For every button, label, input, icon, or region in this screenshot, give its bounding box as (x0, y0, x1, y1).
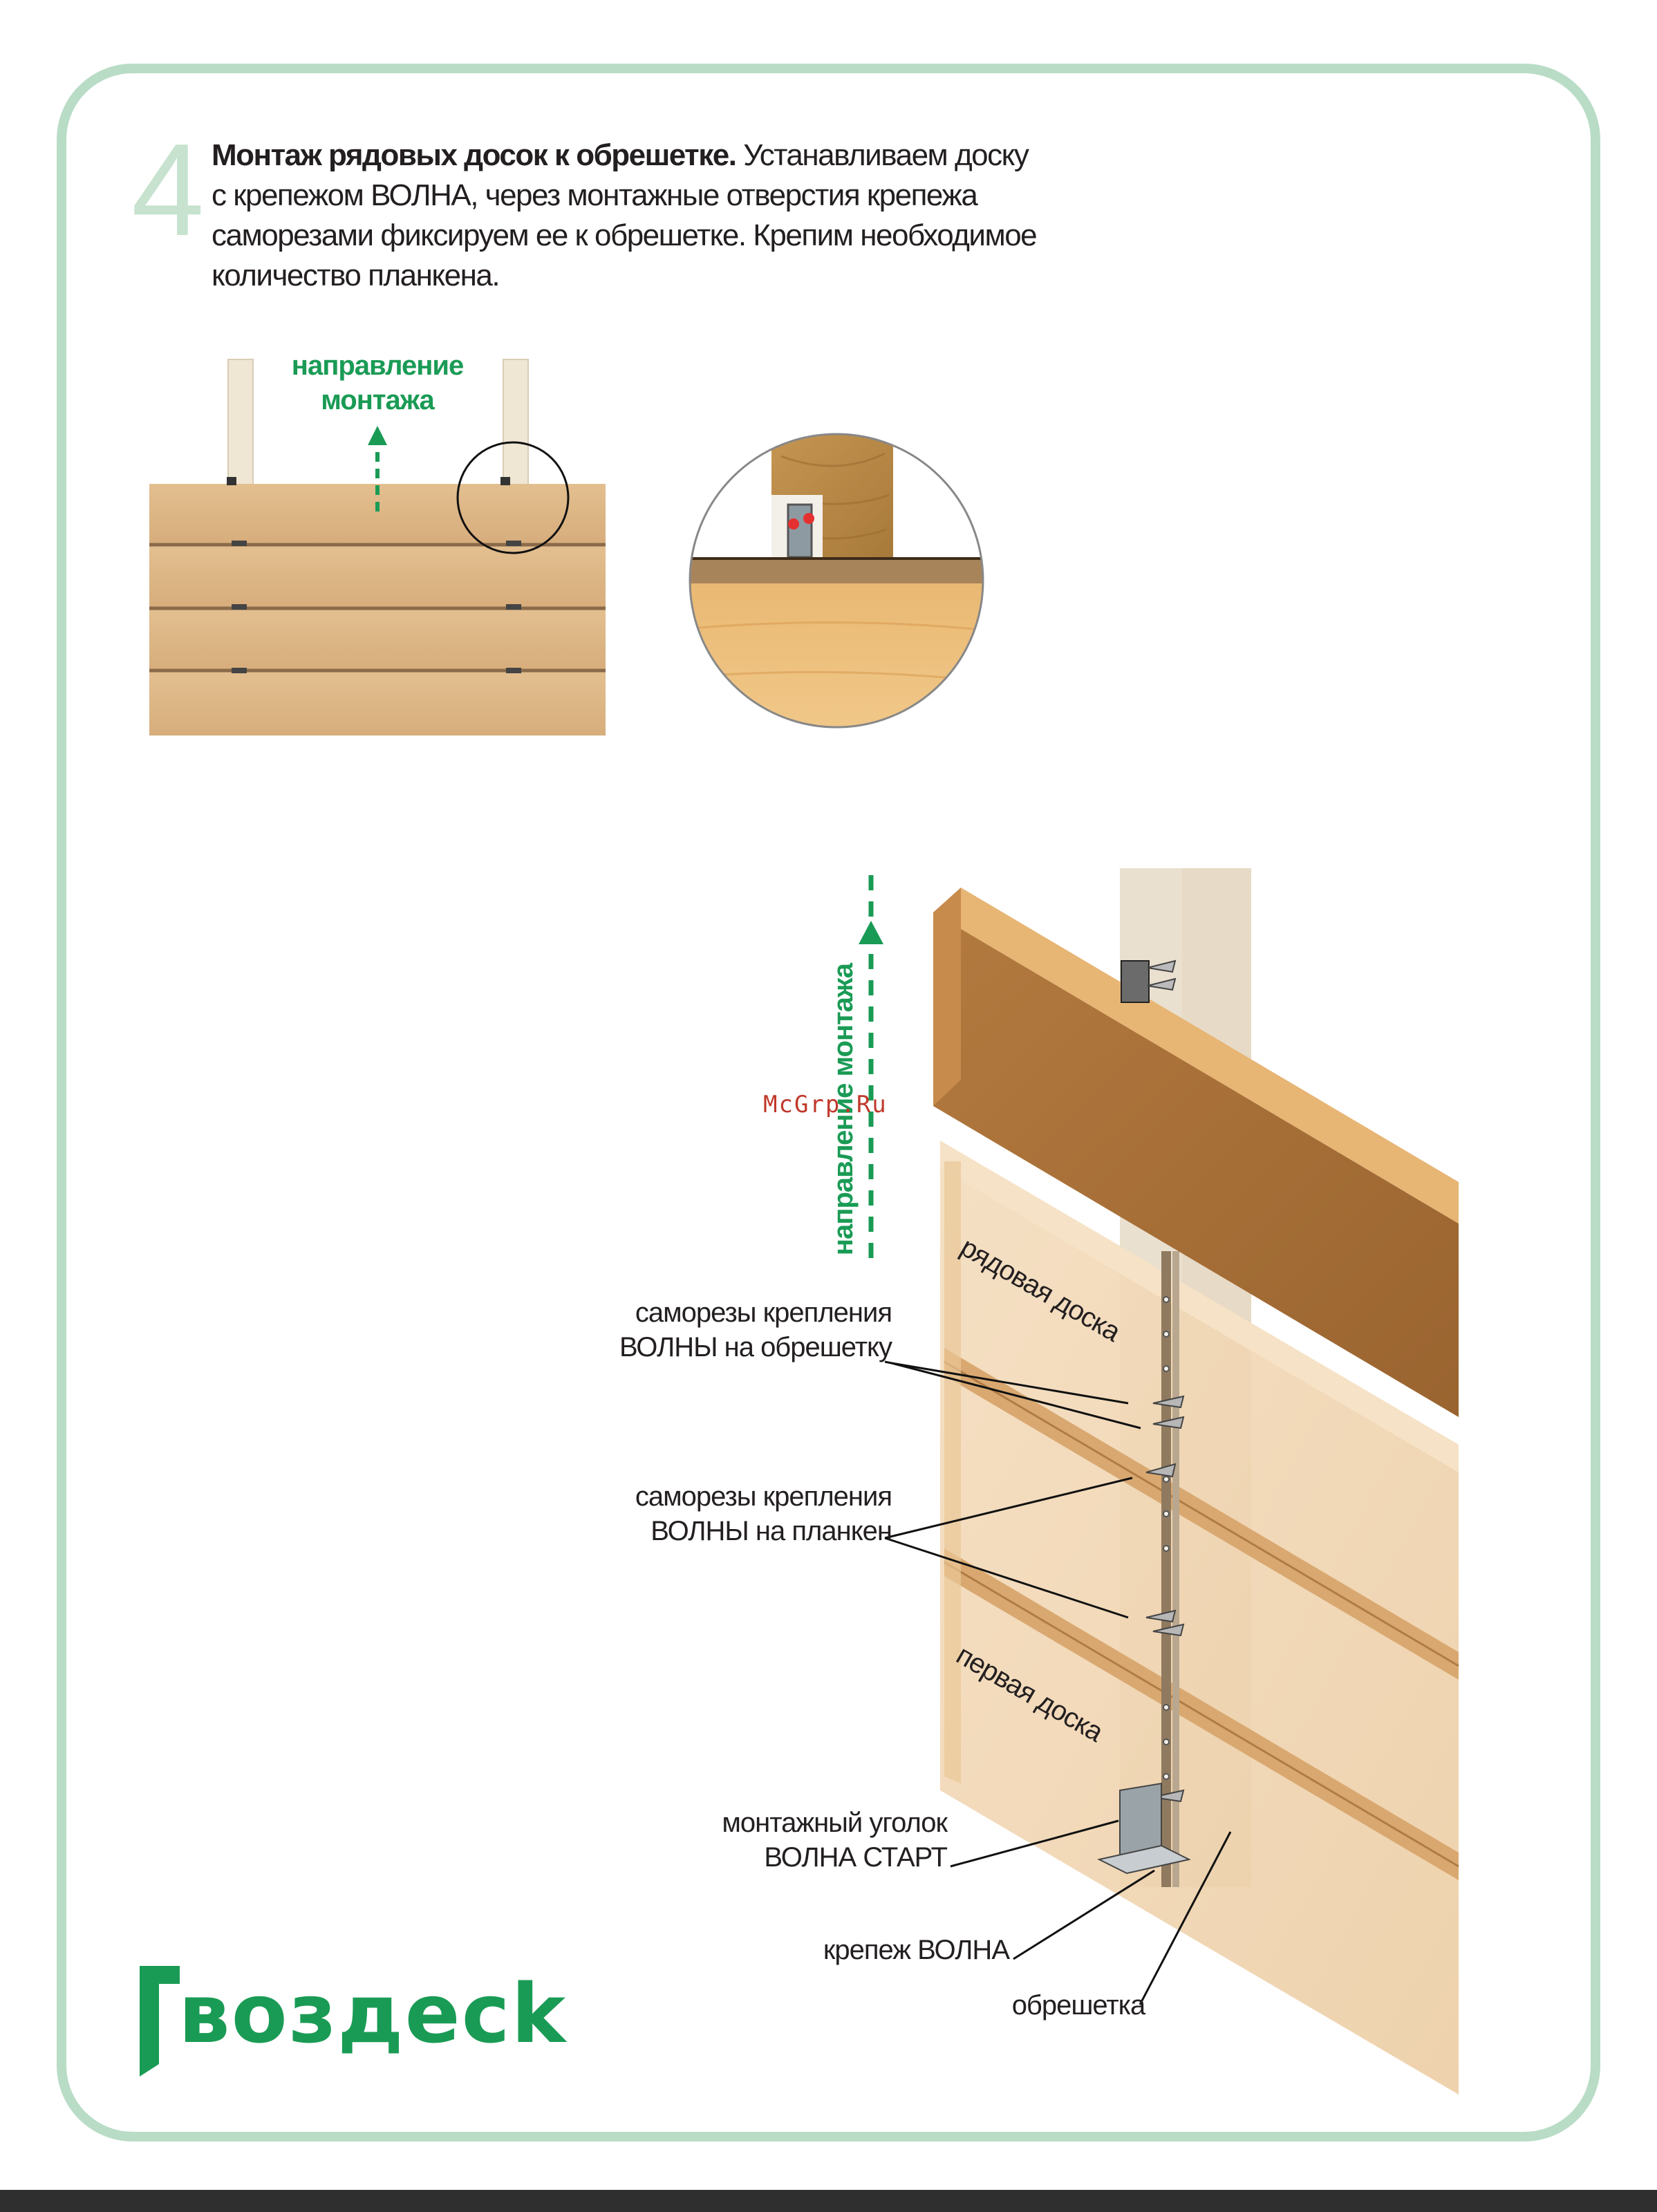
step-title: Монтаж рядовых досок к обрешетке. (212, 138, 737, 172)
step-description: Монтаж рядовых досок к обрешетке. Устана… (212, 135, 1041, 296)
boards-front-diagram (149, 359, 606, 735)
direction-label-top: направление монтажа (274, 348, 481, 418)
main-isometric-diagram (859, 864, 1459, 2094)
callout-fastener: крепеж ВОЛНА (823, 1935, 1010, 1965)
logo-text: воздеck (178, 1966, 568, 2061)
callout-screws-plank-line-2: ВОЛНЫ на планкен (650, 1516, 892, 1546)
callout-start-line-2: ВОЛНА СТАРТ (764, 1842, 948, 1873)
callout-screws-batten-line-1: саморезы крепления (635, 1297, 892, 1328)
fastener-zoom-detail (689, 433, 984, 729)
callout-screws-batten-line-2: ВОЛНЫ на обрешетку (619, 1332, 892, 1362)
callout-screws-plank-line-1: саморезы крепления (635, 1481, 892, 1512)
callout-screws-plank: саморезы крепления ВОЛНЫ на планкен (567, 1479, 892, 1548)
callout-start-bracket: монтажный уголок ВОЛНА СТАРТ (622, 1806, 948, 1875)
page-frame (57, 64, 1600, 2141)
callout-batten: обрешетка (1011, 1990, 1146, 2021)
step-text: Устанавливаем доску с крепежом ВОЛНА, че… (212, 138, 1038, 292)
step-number: 4 (131, 117, 205, 263)
callout-start-line-1: монтажный уголок (722, 1808, 948, 1838)
logo-mark-icon (140, 1966, 180, 2077)
callout-screws-batten: саморезы крепления ВОЛНЫ на обрешетку (567, 1295, 892, 1365)
bottom-bar (0, 2190, 1657, 2212)
direction-line-1: направление (291, 350, 464, 381)
watermark: McGrp.Ru (763, 1091, 888, 1118)
direction-line-2: монтажа (321, 385, 435, 415)
brand-logo: воздеck (135, 1960, 565, 2078)
